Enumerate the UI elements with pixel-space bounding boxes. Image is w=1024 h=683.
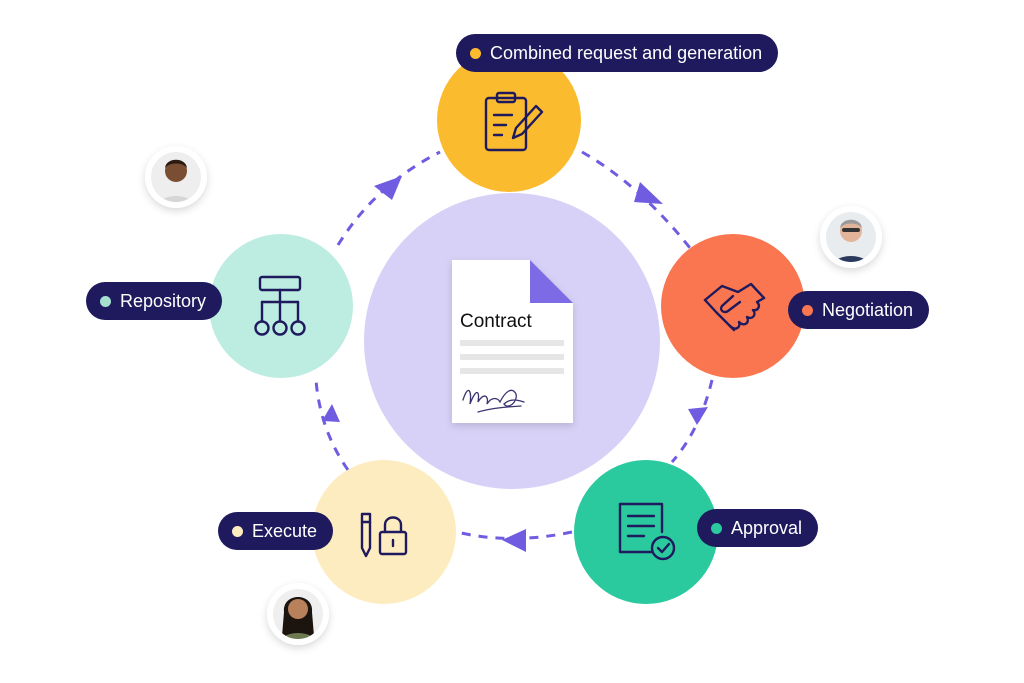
- arrow-execute-to-repository: [322, 404, 340, 422]
- connector-execute-to-repository: [314, 379, 350, 471]
- stage-label-text: Negotiation: [822, 299, 914, 320]
- stage-label-approval[interactable]: Approval: [697, 509, 819, 547]
- stage-circle-generation[interactable]: [437, 48, 581, 192]
- signature-icon: [462, 389, 525, 413]
- avatar: [145, 146, 207, 208]
- avatar: [267, 583, 329, 645]
- stage-label-repository[interactable]: Repository: [86, 282, 223, 320]
- stage-circle-approval[interactable]: [574, 460, 718, 604]
- pen-lock-icon: [360, 512, 408, 558]
- stage-label-text: Combined request and generation: [490, 42, 763, 63]
- connector-negotiation-to-approval: [670, 379, 714, 463]
- stage-label-text: Execute: [252, 520, 318, 541]
- status-dot: [470, 47, 481, 59]
- handshake-icon: [703, 282, 766, 332]
- arrow-negotiation-to-approval: [688, 407, 708, 425]
- stage-label-generation[interactable]: Combined request and generation: [456, 34, 779, 72]
- document-text-line: [460, 368, 564, 374]
- status-dot: [232, 525, 243, 537]
- clipboard-edit-icon: [484, 91, 544, 152]
- stage-label-negotiation[interactable]: Negotiation: [788, 291, 930, 329]
- stage-label-text: Approval: [731, 517, 803, 538]
- status-dot: [802, 304, 813, 316]
- hierarchy-icon: [254, 275, 306, 336]
- stage-label-execute[interactable]: Execute: [218, 512, 334, 550]
- document-folded-corner: [530, 260, 573, 303]
- arrow-generation-to-negotiation: [634, 182, 663, 204]
- arrow-repository-to-generation: [374, 176, 402, 200]
- connector-approval-to-execute: [456, 530, 573, 540]
- avatar: [820, 206, 882, 268]
- document-text-line: [460, 354, 564, 360]
- contract-document-title: Contract: [460, 311, 533, 332]
- contract-document: Contract: [452, 260, 573, 423]
- document-check-icon: [618, 502, 676, 561]
- document-text-line: [460, 340, 564, 346]
- stage-label-text: Repository: [120, 290, 207, 311]
- arrow-approval-to-execute: [502, 529, 526, 552]
- status-dot: [100, 295, 111, 307]
- status-dot: [711, 522, 722, 534]
